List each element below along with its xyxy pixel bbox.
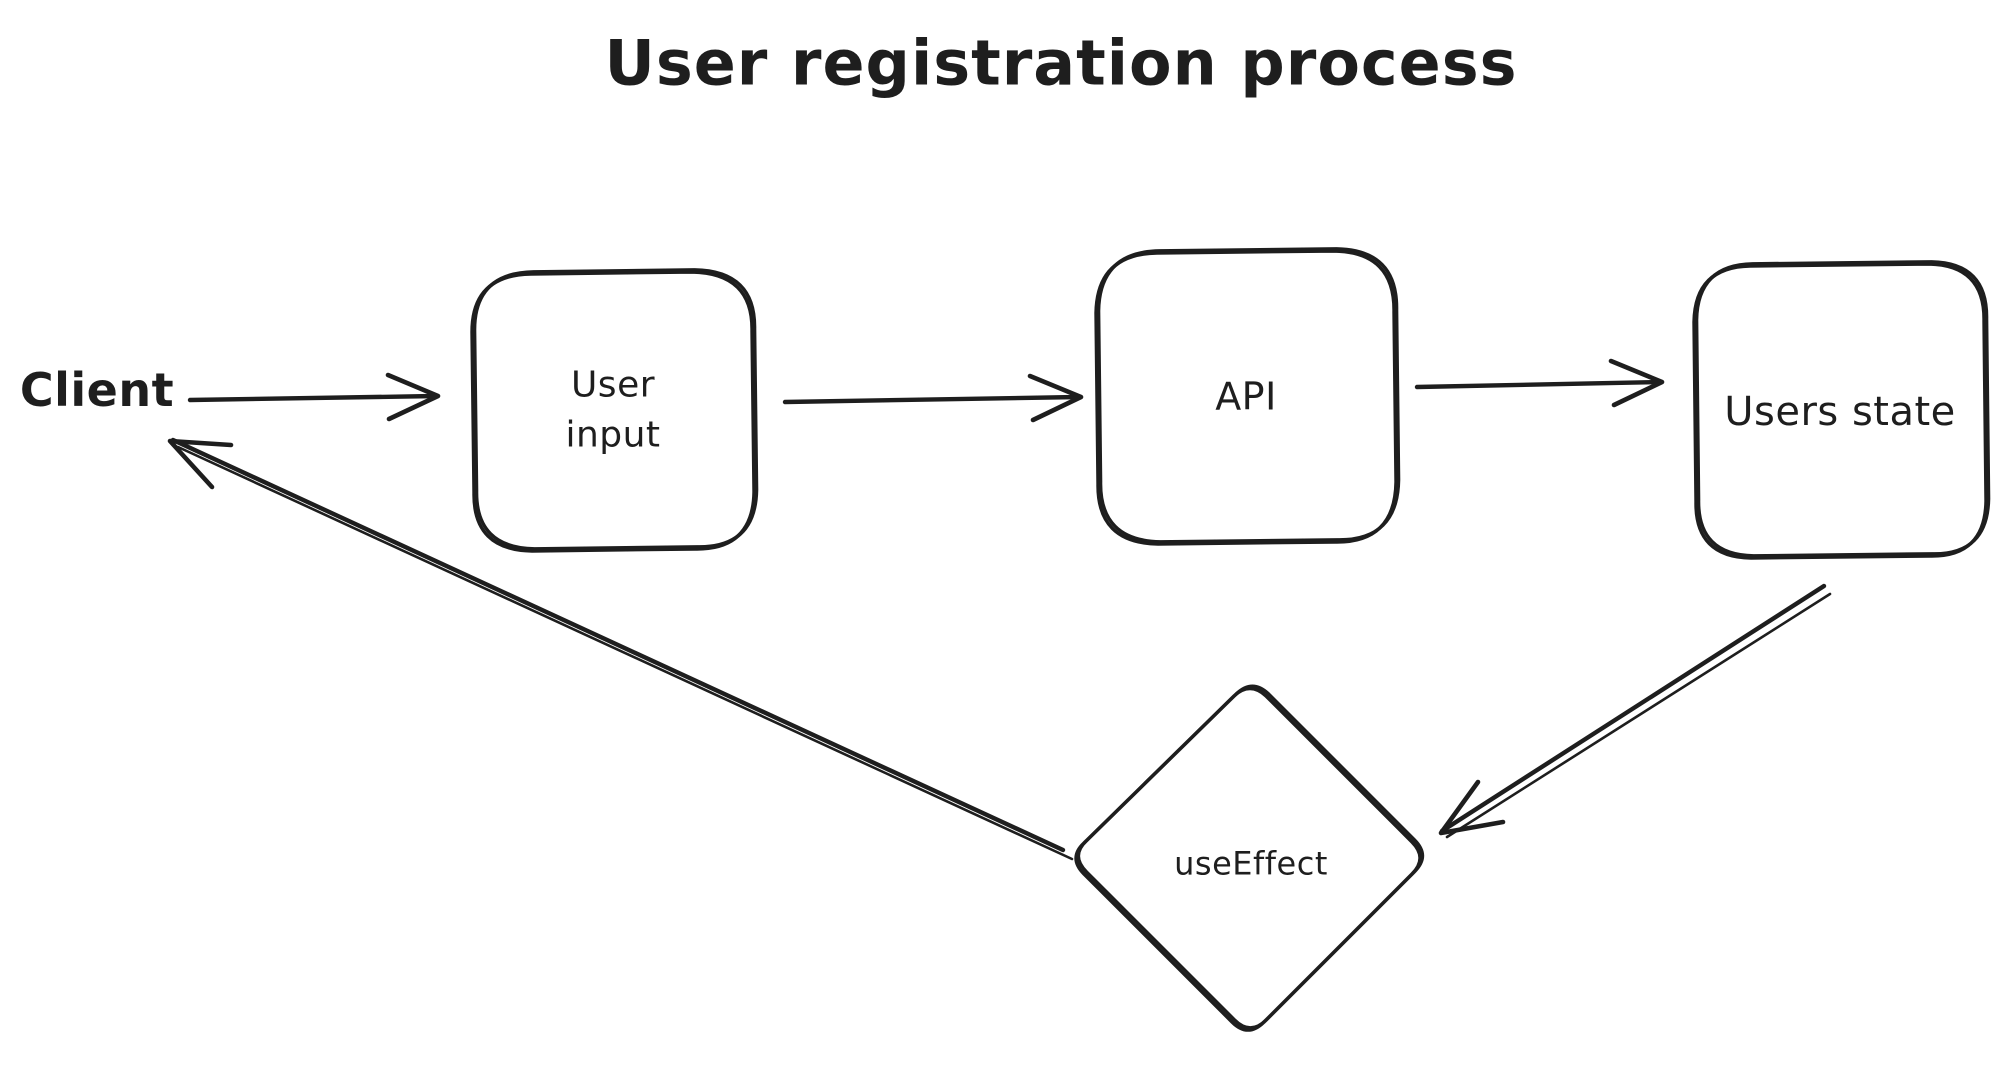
node-label-users-state: Users state bbox=[1724, 389, 1956, 435]
node-label-user-input: User input bbox=[565, 364, 661, 456]
arrow-users-state-to-use-effect bbox=[1438, 583, 1832, 839]
node-label-client: Client bbox=[19, 362, 175, 417]
arrow-use-effect-to-client bbox=[167, 437, 1074, 861]
arrow-api-to-users-state bbox=[1414, 358, 1665, 408]
diagram-title: User registration process bbox=[604, 26, 1518, 100]
node-label-use-effect: useEffect bbox=[1174, 844, 1328, 883]
node-label-api: API bbox=[1215, 374, 1277, 419]
arrow-client-to-user-input bbox=[187, 372, 441, 422]
arrow-user-input-to-api bbox=[782, 373, 1084, 423]
